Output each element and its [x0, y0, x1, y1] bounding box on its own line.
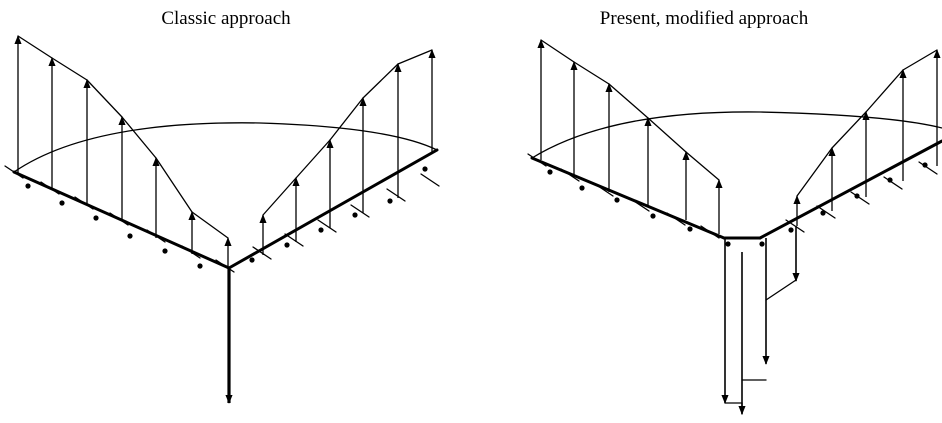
load-envelope-segment [262, 177, 297, 216]
load-envelope-segment [51, 57, 88, 81]
left-beam-node [687, 226, 693, 232]
left-panel-title: Classic approach [161, 8, 291, 29]
left-beam-tick [74, 196, 94, 210]
right-beam-node [284, 242, 290, 248]
left-beam-node [725, 241, 731, 247]
left-beam [530, 156, 726, 240]
load-envelope-segment [191, 211, 229, 239]
reaction-envelope-segment [765, 279, 797, 301]
right-beam-tick [386, 188, 406, 202]
classic-approach-panel [4, 35, 440, 404]
load-envelope-segment [540, 39, 575, 63]
right-beam-node [318, 227, 324, 233]
right-beam-node [922, 162, 928, 168]
circular-arc [531, 111, 942, 159]
right-beam-node [788, 227, 794, 233]
right-beam-node [352, 212, 358, 218]
right-beam-tick [420, 173, 440, 187]
left-beam-node [197, 263, 203, 269]
right-beam-tick [850, 191, 870, 205]
left-beam-node [547, 169, 553, 175]
left-beam-node [650, 213, 656, 219]
left-beam-tick [215, 259, 235, 273]
load-envelope-segment [295, 139, 331, 179]
right-beam-tick [918, 161, 938, 175]
load-envelope-segment [155, 157, 193, 213]
load-envelope-segment [362, 63, 399, 99]
left-beam-node [127, 233, 133, 239]
right-beam-node [422, 166, 428, 172]
left-beam-tick [527, 153, 547, 167]
left-beam-node [162, 248, 168, 254]
right-beam-tick [816, 205, 836, 219]
load-envelope-segment [831, 111, 867, 149]
right-beam-node [820, 210, 826, 216]
left-beam-node [579, 185, 585, 191]
right-beam-tick [350, 204, 370, 218]
right-beam-node [854, 193, 860, 199]
left-beam-tick [109, 212, 129, 226]
right-beam-tick [785, 219, 805, 233]
load-envelope-segment [17, 35, 53, 59]
left-beam-tick [4, 165, 24, 179]
modified-approach-panel [527, 39, 942, 415]
load-envelope-segment [608, 83, 649, 119]
right-beam [227, 148, 439, 270]
load-envelope-segment [647, 117, 687, 153]
right-beam-node [249, 257, 255, 263]
circular-arc [13, 122, 438, 173]
left-beam-tick [560, 168, 580, 182]
load-envelope-segment [685, 151, 720, 181]
load-envelope-segment [121, 116, 157, 159]
left-beam-node [25, 183, 31, 189]
load-envelope-segment [397, 49, 433, 65]
right-beam-tick [252, 246, 272, 260]
left-beam-tick [594, 183, 614, 197]
load-envelope-segment [86, 79, 123, 118]
right-beam-node [887, 177, 893, 183]
right-beam-tick [317, 219, 337, 233]
left-beam-node [759, 241, 765, 247]
right-beam-tick [284, 233, 304, 247]
left-beam-node [614, 197, 620, 203]
load-envelope-segment [902, 49, 938, 71]
left-beam-tick [181, 245, 201, 259]
left-beam-tick [700, 225, 720, 239]
right-beam-node [387, 198, 393, 204]
left-beam-tick [40, 181, 60, 195]
right-beam [758, 139, 942, 240]
left-beam-tick [666, 212, 686, 226]
right-panel-title: Present, modified approach [599, 8, 809, 29]
left-beam-node [59, 200, 65, 206]
load-envelope-segment [573, 61, 610, 85]
left-beam-tick [630, 198, 650, 212]
load-envelope-segment [329, 97, 364, 141]
left-beam-node [93, 215, 99, 221]
right-beam-tick [883, 176, 903, 190]
load-envelope-segment [796, 147, 833, 197]
load-envelope-segment [865, 69, 904, 113]
